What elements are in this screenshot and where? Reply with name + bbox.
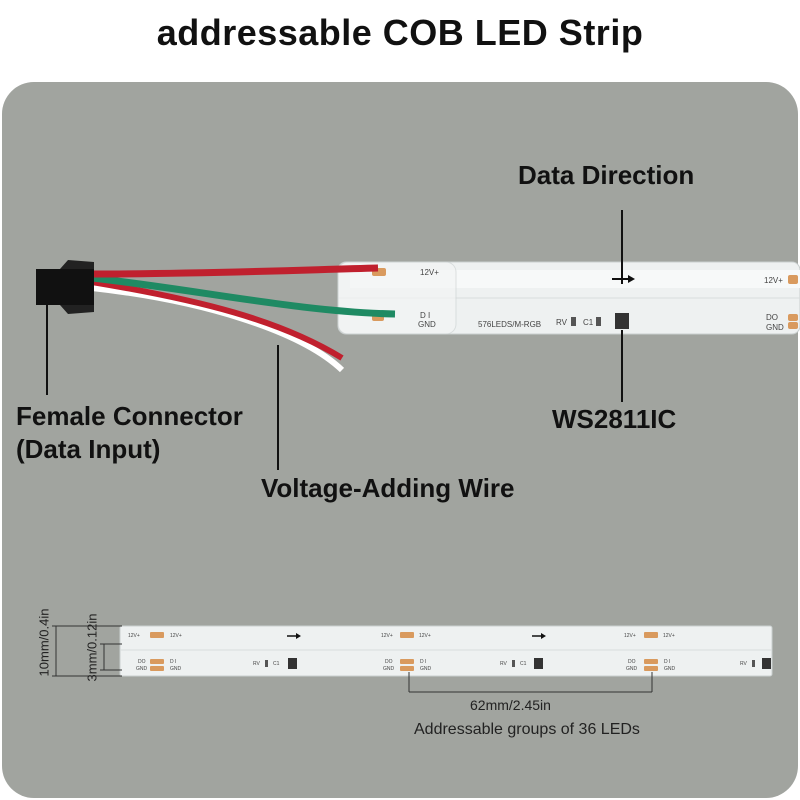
solder-pad — [644, 632, 658, 638]
print-12v: 12V+ — [624, 633, 636, 639]
full-strip: 12V+ 12V+ DO GND D I GND RV C1 12V+ 12V+… — [119, 625, 773, 677]
arrow-right-icon — [628, 275, 635, 283]
dimension-pad: 3mm/0.12in — [84, 613, 100, 682]
print-di: D I — [664, 659, 670, 665]
white-wire — [91, 285, 345, 373]
print-gnd: GND — [170, 666, 182, 672]
print-gnd: GND — [383, 666, 395, 672]
closeup-strip: 12V+ 12V+ D I GND DO GND 576LEDS/M-RGB R… — [337, 261, 800, 335]
print-do: DO — [385, 659, 393, 665]
print-12v: 12V+ — [381, 633, 393, 639]
diagram-panel — [2, 82, 798, 798]
solder-pad — [150, 659, 164, 664]
dimension-lines — [52, 625, 653, 693]
dimension-group-length: 62mm/2.45in — [470, 697, 551, 713]
label-voltage-wire: Voltage-Adding Wire — [261, 473, 515, 503]
print-c1: C1 — [583, 318, 594, 327]
solder-pad — [644, 666, 658, 671]
print-di: D I — [170, 659, 176, 665]
capacitor — [596, 317, 601, 326]
print-c1: C1 — [273, 661, 280, 667]
print-rv: RV — [556, 318, 568, 327]
solder-pad — [400, 632, 414, 638]
arrow-right-icon — [541, 633, 546, 639]
red-voltage-wire — [91, 279, 344, 361]
label-female-connector-line2: (Data Input) — [16, 434, 161, 464]
print-gnd: GND — [420, 666, 432, 672]
print-di: D I — [420, 311, 430, 320]
ws2811-chip — [762, 658, 771, 669]
resistor — [571, 317, 576, 326]
label-female-connector-line1: Female Connector — [16, 401, 243, 431]
green-data-wire — [91, 274, 396, 318]
label-female-connector: Female Connector (Data Input) — [16, 400, 243, 466]
red-wire — [91, 264, 379, 278]
print-gnd: GND — [626, 666, 638, 672]
print-12v: 12V+ — [419, 633, 431, 639]
caption-groups: Addressable groups of 36 LEDs — [414, 721, 640, 738]
print-rv: RV — [740, 661, 748, 667]
solder-pad — [400, 659, 414, 664]
print-gnd: GND — [418, 320, 436, 329]
print-di: D I — [420, 659, 426, 665]
print-gnd: GND — [136, 666, 148, 672]
print-rv: RV — [253, 661, 261, 667]
solder-pad — [150, 632, 164, 638]
ws2811-chip — [534, 658, 543, 669]
arrow-right-icon — [296, 633, 301, 639]
solder-pad — [788, 322, 798, 329]
print-c1: C1 — [520, 661, 527, 667]
dimension-width: 10mm/0.4in — [36, 608, 52, 677]
print-do: DO — [766, 313, 778, 322]
print-12v: 12V+ — [420, 268, 439, 277]
print-12v: 12V+ — [663, 633, 675, 639]
female-connector — [36, 260, 94, 314]
label-data-direction: Data Direction — [518, 160, 695, 190]
print-gnd: GND — [766, 323, 784, 332]
print-model: 576LEDS/M-RGB — [478, 320, 541, 329]
ws2811-chip — [615, 313, 629, 329]
wire-bundle — [91, 264, 396, 373]
solder-pad — [150, 666, 164, 671]
label-ic: WS2811IC — [552, 404, 677, 434]
solder-pad — [400, 666, 414, 671]
solder-pad — [788, 314, 798, 321]
print-12v: 12V+ — [170, 633, 182, 639]
print-rv: RV — [500, 661, 508, 667]
print-12v: 12V+ — [764, 276, 783, 285]
connector-body — [36, 269, 94, 305]
page-title: addressable COB LED Strip — [156, 12, 644, 53]
print-12v: 12V+ — [128, 633, 140, 639]
ws2811-chip — [288, 658, 297, 669]
print-gnd: GND — [664, 666, 676, 672]
solder-pad — [644, 659, 658, 664]
print-do: DO — [628, 659, 636, 665]
print-do: DO — [138, 659, 146, 665]
solder-pad — [788, 275, 798, 284]
